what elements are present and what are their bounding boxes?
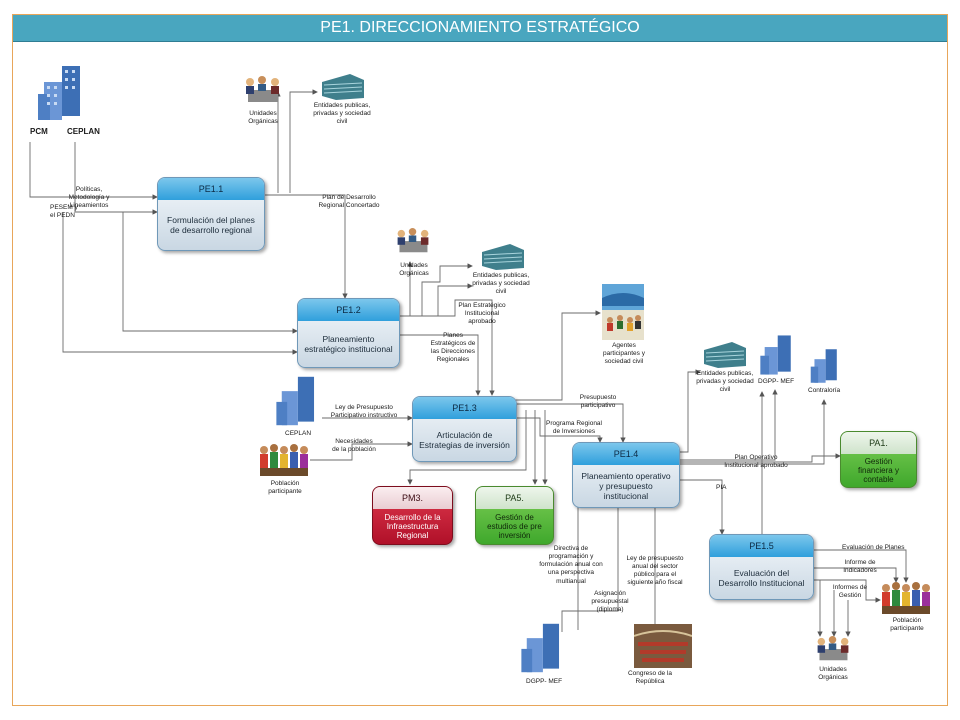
- page-title: PE1. DIRECCIONAMIENTO ESTRATÉGICO: [320, 19, 640, 36]
- actor-ceplan-top: CEPLAN: [67, 127, 100, 136]
- flow-label-informe-indicadores: Informe de Indicadores: [843, 559, 877, 575]
- meeting-icon: [602, 284, 644, 340]
- building-icon: [760, 335, 791, 375]
- process-name: Formulación del planes de desarrollo reg…: [167, 215, 255, 235]
- flow-pe13-pe14a: [515, 403, 626, 443]
- actor-unidades-3: Unidades Orgánicas: [818, 666, 848, 682]
- title-bar: PE1. DIRECCIONAMIENTO ESTRATÉGICO: [13, 15, 947, 42]
- congress-icon: [634, 624, 692, 668]
- flow-pe14-contraloria: [678, 399, 827, 465]
- actor-congreso: Congreso de la República: [627, 670, 673, 686]
- flow-pe13-pe14b: [515, 417, 603, 443]
- flow-pe14-dgpp: [678, 389, 778, 461]
- process-name: Gestión de estudios de pre inversión: [487, 513, 542, 540]
- actor-agentes: Agentes participantes y sociedad civil: [603, 342, 645, 366]
- flow-plan-desarrollo: [263, 194, 348, 299]
- flow-pesem-pe12b: [62, 212, 298, 355]
- process-id: PM3.: [373, 487, 452, 509]
- building-icon: [38, 66, 80, 120]
- flow-pe14-entidades: [678, 369, 701, 453]
- flow-plan-estrategico: [398, 299, 495, 396]
- process-name: Desarrollo de la Infraestructura Regiona…: [384, 513, 441, 540]
- process-id: PA1.: [841, 432, 916, 454]
- actor-entidades-3: Entidades publicas, privadas y sociedad …: [696, 370, 754, 394]
- process-id: PE1.2: [298, 299, 399, 321]
- flow-label-plan-desarrollo: Plan de Desarrollo Regional Concertado: [318, 194, 380, 210]
- flow-label-evaluacion-planes: Evaluación de Planes: [842, 544, 905, 551]
- actor-unidades-1: Unidades Orgánicas: [248, 110, 278, 126]
- process-name: Articulación de Estrategias de inversión: [419, 430, 510, 450]
- process-id: PE1.5: [710, 535, 813, 557]
- process-name: Gestión financiera y contable: [858, 457, 899, 484]
- process-pe15[interactable]: PE1.5 Evaluación del Desarrollo Instituc…: [709, 534, 814, 600]
- flow-label-pia: PIA: [716, 484, 727, 491]
- actor-dgpp-mef-top: DGPP- MEF: [758, 378, 795, 385]
- process-id: PE1.4: [573, 443, 679, 465]
- process-pe11[interactable]: PE1.1 Formulación del planes de desarrol…: [157, 177, 265, 251]
- crowd-icon: [882, 582, 930, 614]
- process-pe13[interactable]: PE1.3 Articulación de Estrategias de inv…: [412, 396, 517, 462]
- office-building-icon: [482, 244, 524, 270]
- process-pe12[interactable]: PE1.2 Planeamiento estratégico instituci…: [297, 298, 400, 368]
- process-name: Planeamiento estratégico institucional: [304, 334, 393, 354]
- actor-ceplan-mid: CEPLAN: [285, 430, 312, 437]
- actor-contraloria: Contraloría: [808, 387, 841, 394]
- flow-label-ley-presupuesto-anual: Ley de presupuesto anual del sector públ…: [626, 555, 684, 587]
- flow-pe12-entidades: [421, 263, 473, 316]
- flow-pesem-pe12: [122, 212, 298, 334]
- flow-necesidades: [310, 441, 413, 461]
- flow-label-planes-estrategicos: Planes Estratégicos de las Direcciones R…: [430, 332, 476, 364]
- actor-unidades-2: Unidades Orgánicas: [399, 262, 429, 278]
- meeting-icon: [397, 228, 429, 253]
- actor-dgpp-mef-bottom: DGPP- MEF: [526, 678, 563, 685]
- process-name: Evaluación del Desarrollo Institucional: [718, 568, 805, 588]
- flow-evaluacion-planes: [812, 549, 909, 583]
- process-pe14[interactable]: PE1.4 Planeamiento operativo y presupues…: [572, 442, 680, 508]
- flow-label-ley-presupuesto: Ley de Presupuesto Participativo instruc…: [330, 404, 398, 420]
- flow-label-plan-estrategico: Plan Estratégico Institucional aprobado: [458, 302, 506, 326]
- office-building-icon: [704, 342, 746, 368]
- process-id: PA5.: [476, 487, 553, 509]
- building-icon: [276, 376, 315, 426]
- flow-informe-indicadores: [812, 567, 899, 583]
- actor-entidades-2: Entidades publicas, privadas y sociedad …: [472, 272, 530, 296]
- flow-pesem: [74, 142, 158, 215]
- actor-entidades-1: Entidades publicas, privadas y sociedad …: [313, 102, 371, 126]
- flow-plan-operativo: [678, 453, 841, 463]
- flow-pia: [678, 479, 725, 535]
- actor-poblacion-2: Población participante: [890, 617, 924, 633]
- flow-pe11-entidades: [289, 89, 318, 193]
- flow-politicas: [29, 142, 158, 200]
- meeting-icon: [246, 76, 279, 102]
- flow-asignacion: [561, 499, 621, 632]
- flow-informes-gestion: [812, 579, 881, 603]
- flow-label-politicas: Políticas, Metodología y Lineamientos: [68, 186, 110, 210]
- actor-pcm: PCM: [30, 127, 48, 136]
- process-id: PE1.3: [413, 397, 516, 419]
- flow-label-necesidades: Necesidades de la población: [332, 438, 376, 454]
- flow-label-informes-gestion: Informes de Gestión: [832, 584, 868, 600]
- flow-label-plan-operativo: Plan Operativo Institucional aprobado: [724, 454, 788, 470]
- meeting-icon: [817, 636, 849, 661]
- flow-label-directiva: Directiva de programación y formulación …: [539, 545, 603, 585]
- flow-label-pesem: PESEM y el PEDN: [50, 204, 78, 220]
- flow-presupuesto-participativo: [515, 310, 601, 401]
- process-pa1[interactable]: PA1. Gestión financiera y contable: [840, 431, 917, 488]
- flow-label-asignacion: Asignación presupuestal (diploma): [591, 590, 629, 614]
- process-pa5[interactable]: PA5. Gestión de estudios de pre inversió…: [475, 486, 554, 545]
- process-id: PE1.1: [158, 178, 264, 200]
- building-icon: [521, 623, 560, 673]
- flow-pe12-entidades2: [437, 283, 473, 316]
- building-icon: [810, 349, 837, 383]
- actor-poblacion-1: Población participante: [268, 480, 302, 496]
- flow-pe13-pm3: [407, 410, 527, 485]
- process-name: Planeamiento operativo y presupuesto ins…: [581, 471, 671, 501]
- flow-label-programa-regional: Programa Regional de Inversiones: [545, 420, 602, 436]
- flow-planes-estrategicos: [398, 334, 481, 396]
- process-pm3[interactable]: PM3. Desarrollo de la Infraestructura Re…: [372, 486, 453, 545]
- flow-label-presupuesto-participativo: Presupuesto participativo: [579, 394, 617, 410]
- crowd-icon: [260, 444, 308, 476]
- office-building-icon: [322, 74, 364, 100]
